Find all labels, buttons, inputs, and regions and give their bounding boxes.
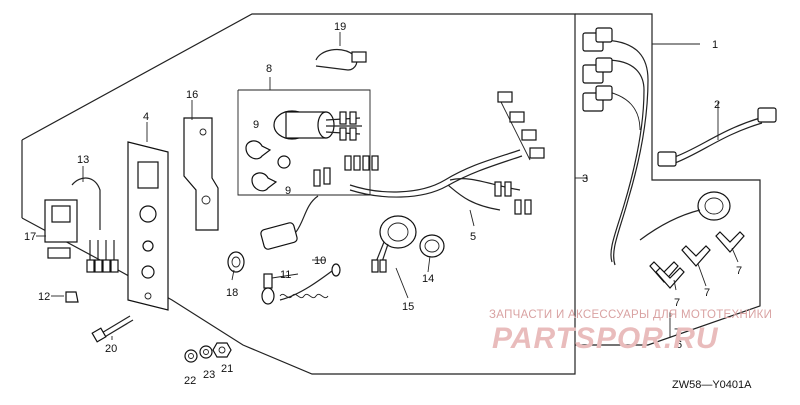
panel-plate-4 [127, 141, 169, 311]
callout-12: 12 [38, 291, 50, 303]
ignition-switch-8 [237, 89, 371, 196]
callout-9b: 9 [285, 185, 291, 197]
main-harness-5 [344, 91, 545, 215]
stop-switch-10 [260, 167, 341, 305]
callout-7c: 7 [674, 297, 680, 309]
callout-23: 23 [203, 369, 215, 381]
buzzer-15 [371, 215, 417, 273]
callout-3: 3 [582, 173, 588, 185]
callout-15: 15 [402, 301, 414, 313]
callout-9a: 9 [253, 119, 259, 131]
callout-7a: 7 [736, 265, 742, 277]
leader-lines [36, 32, 739, 340]
watermark-tagline: ЗАПЧАСТИ И АКСЕССУАРЫ ДЛЯ МОТОТЕХНИКИ [489, 309, 772, 321]
callout-22: 22 [184, 375, 196, 387]
watermark-logo: PARTSPOR.RU [492, 322, 719, 355]
watermark: ЗАПЧАСТИ И АКСЕССУАРЫ ДЛЯ МОТОТЕХНИКИ PA… [489, 309, 772, 355]
buzzer-grill-14 [419, 234, 445, 258]
bolt-20 [91, 315, 134, 343]
bracket-16 [183, 117, 219, 231]
callout-2: 2 [714, 99, 720, 111]
clip-12 [65, 291, 79, 303]
callout-13: 13 [77, 154, 89, 166]
callout-20: 20 [105, 343, 117, 355]
callout-17: 17 [24, 231, 36, 243]
hardware-21-22-23 [184, 342, 232, 363]
callout-14: 14 [422, 273, 434, 285]
callout-11: 11 [280, 269, 291, 281]
callout-16: 16 [186, 89, 198, 101]
callout-7d: 7 [674, 327, 680, 339]
keys-9 [245, 140, 278, 192]
callout-labels: 1 2 3 4 5 6 7 7 7 7 8 9 9 10 11 12 13 14… [24, 21, 742, 387]
callout-18: 18 [226, 287, 238, 299]
diagram-code: ZW58—Y0401A [672, 379, 752, 391]
callout-8: 8 [266, 63, 272, 75]
callout-1: 1 [712, 39, 718, 51]
band-strap-19 [315, 48, 367, 71]
callout-7b: 7 [704, 287, 710, 299]
callout-21: 21 [221, 363, 233, 375]
callout-6: 6 [676, 339, 682, 351]
cable-clips-7 [649, 231, 745, 289]
assembly-frame [21, 13, 761, 375]
callout-4: 4 [143, 111, 149, 123]
wire-harness-1 [582, 27, 731, 266]
callout-5: 5 [470, 231, 476, 243]
switch-13 [44, 177, 119, 273]
callout-10: 10 [314, 255, 326, 267]
callout-19: 19 [334, 21, 346, 33]
extension-cable-2 [657, 107, 777, 167]
grommet-18 [227, 251, 245, 273]
